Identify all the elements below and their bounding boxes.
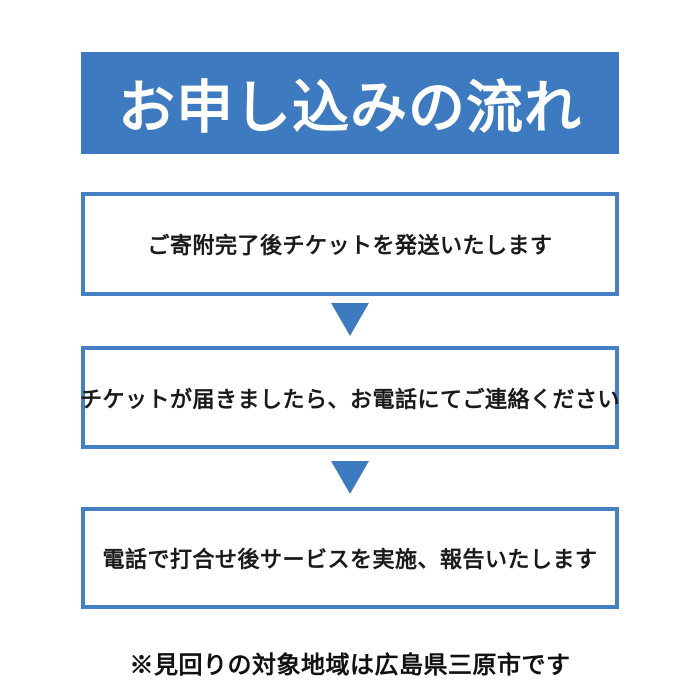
- step-box-2: チケットが届きましたら、お電話にてご連絡ください: [80, 346, 621, 449]
- step-2-text: チケットが届きましたら、お電話にてご連絡ください: [80, 386, 621, 412]
- footnote: ※見回りの対象地域は広島県三原市です: [129, 652, 571, 679]
- step-3-text: 電話で打合せ後サービスを実施、報告いたします: [102, 547, 598, 572]
- down-arrow-icon: [331, 461, 369, 494]
- flow-title-banner: お申し込みの流れ: [81, 52, 619, 154]
- step-1-text: ご寄附完了後チケットを発送いたします: [147, 233, 553, 258]
- down-arrow-icon: [331, 303, 369, 336]
- flow-title: お申し込みの流れ: [118, 76, 582, 140]
- step-box-3: 電話で打合せ後サービスを実施、報告いたします: [81, 507, 619, 609]
- step-box-1: ご寄附完了後チケットを発送いたします: [81, 192, 619, 296]
